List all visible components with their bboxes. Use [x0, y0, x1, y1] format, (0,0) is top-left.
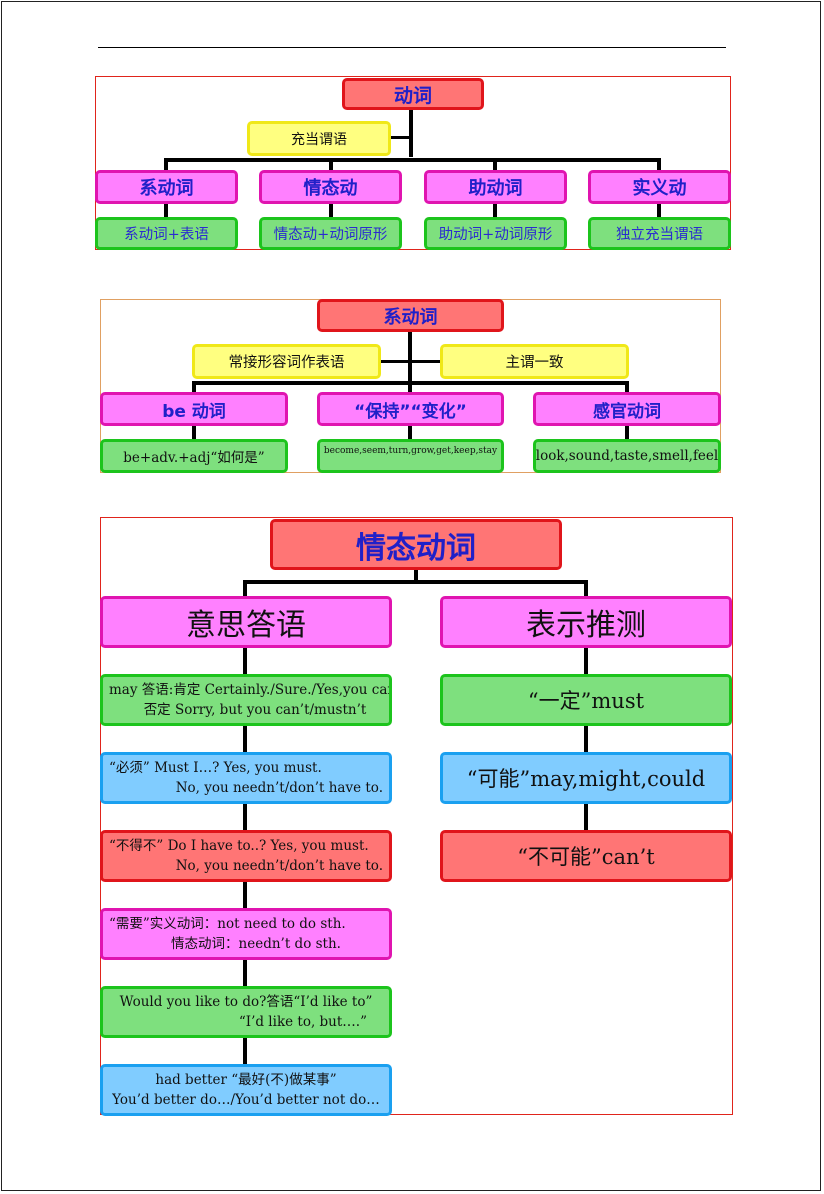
diagram-verb-frame — [95, 76, 731, 250]
linking-type-keep-change: “保持”“变化” — [317, 392, 504, 426]
verb-detail-linking: 系动词+表语 — [95, 217, 238, 250]
need-usage-box: “需要”实义动词：not need to do sth. 情态动词：needn’… — [100, 908, 392, 960]
meaning-answer-branch: 意思答语 — [100, 596, 392, 648]
verb-detail-auxiliary: 助动词+动词原形 — [424, 217, 567, 250]
verb-type-auxiliary: 助动词 — [424, 170, 567, 204]
verb-detail-notional: 独立充当谓语 — [588, 217, 731, 250]
linking-type-sense: 感官动词 — [533, 392, 721, 426]
may-answer-box: may 答语:肯定 Certainly./Sure./Yes,you can. … — [100, 674, 392, 726]
verb-detail-modal: 情态动+动词原形 — [259, 217, 402, 250]
linking-detail-keep-change: become,seem,turn,grow,get,keep,stay — [317, 439, 504, 473]
header-rule — [98, 47, 726, 48]
subject-verb-agreement-note: 主谓一致 — [440, 344, 629, 379]
verb-type-linking: 系动词 — [95, 170, 238, 204]
linking-type-be: be 动词 — [100, 392, 288, 426]
linking-detail-sense: look,sound,taste,smell,feel — [533, 439, 721, 473]
diagram-modal-frame — [100, 517, 733, 1115]
predicate-note: 充当谓语 — [247, 121, 391, 156]
verb-type-modal: 情态动 — [259, 170, 402, 204]
inference-branch: 表示推测 — [440, 596, 732, 648]
verb-type-notional: 实义动 — [588, 170, 731, 204]
inference-may: “可能”may,might,could — [440, 752, 732, 804]
inference-must: “一定”must — [440, 674, 732, 726]
modal-root-node: 情态动词 — [270, 519, 562, 570]
must-answer-box: “必须” Must I…? Yes, you must. No, you nee… — [100, 752, 392, 804]
adjective-predicative-note: 常接形容词作表语 — [192, 344, 381, 379]
have-to-answer-box: “不得不” Do I have to..? Yes, you must. No,… — [100, 830, 392, 882]
verb-root-node: 动词 — [342, 78, 484, 110]
inference-cant: “不可能”can’t — [440, 830, 732, 882]
would-like-box: Would you like to do?答语“I’d like to” “I’… — [100, 986, 392, 1038]
linking-root-node: 系动词 — [317, 299, 504, 332]
linking-detail-be: be+adv.+adj“如何是” — [100, 439, 288, 473]
had-better-box: had better “最好(不)做某事” You’d better do…/Y… — [100, 1064, 392, 1116]
